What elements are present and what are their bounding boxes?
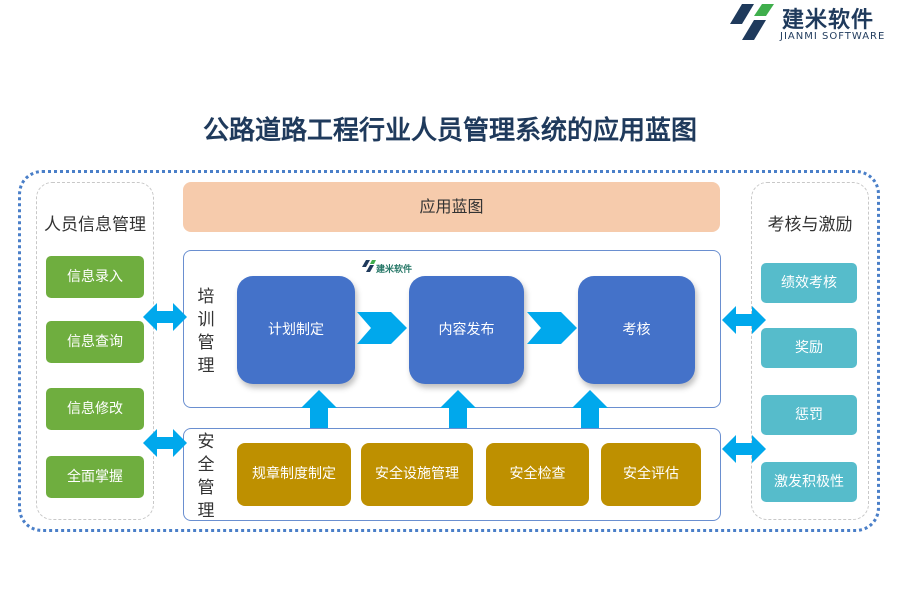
training-step-0: 计划制定 [237, 276, 355, 384]
right-item-1: 奖励 [761, 328, 857, 368]
arrow-up-icon [572, 390, 608, 430]
double-arrow-icon [143, 303, 187, 331]
left-item-2: 信息修改 [46, 388, 144, 430]
left-item-3: 全面掌握 [46, 456, 144, 498]
left-item-1: 信息查询 [46, 321, 144, 363]
left-panel-title: 人员信息管理 [44, 215, 146, 235]
right-item-3: 激发积极性 [761, 462, 857, 502]
chevron-right-icon [357, 312, 407, 344]
double-arrow-icon [143, 429, 187, 457]
double-arrow-icon [722, 435, 766, 463]
safety-item-3: 安全评估 [601, 443, 701, 506]
logo-subtitle: JIANMI SOFTWARE [780, 31, 886, 42]
safety-item-0: 规章制度制定 [237, 443, 351, 506]
right-item-2: 惩罚 [761, 395, 857, 435]
left-item-0: 信息录入 [46, 256, 144, 298]
left-panel [36, 182, 154, 520]
right-item-0: 绩效考核 [761, 263, 857, 303]
right-panel-title: 考核与激励 [767, 215, 853, 235]
blueprint-banner: 应用蓝图 [183, 182, 720, 232]
arrow-up-icon [301, 390, 337, 430]
chevron-right-icon [527, 312, 577, 344]
logo-mark-icon [730, 4, 774, 40]
logo-name: 建米软件 [782, 8, 875, 33]
double-arrow-icon [722, 306, 766, 334]
page-title: 公路道路工程行业人员管理系统的应用蓝图 [202, 116, 697, 146]
safety-item-2: 安全检查 [486, 443, 589, 506]
safety-label: 安全管理 [197, 432, 215, 521]
diagram-frame [18, 170, 880, 532]
training-label: 培训管理 [197, 287, 215, 376]
right-panel [751, 182, 869, 520]
watermark-logo-icon [362, 260, 376, 272]
safety-item-1: 安全设施管理 [361, 443, 473, 506]
training-step-2: 考核 [578, 276, 695, 384]
watermark-text: 建米软件 [376, 265, 413, 275]
arrow-up-icon [440, 390, 476, 430]
training-step-1: 内容发布 [409, 276, 524, 384]
